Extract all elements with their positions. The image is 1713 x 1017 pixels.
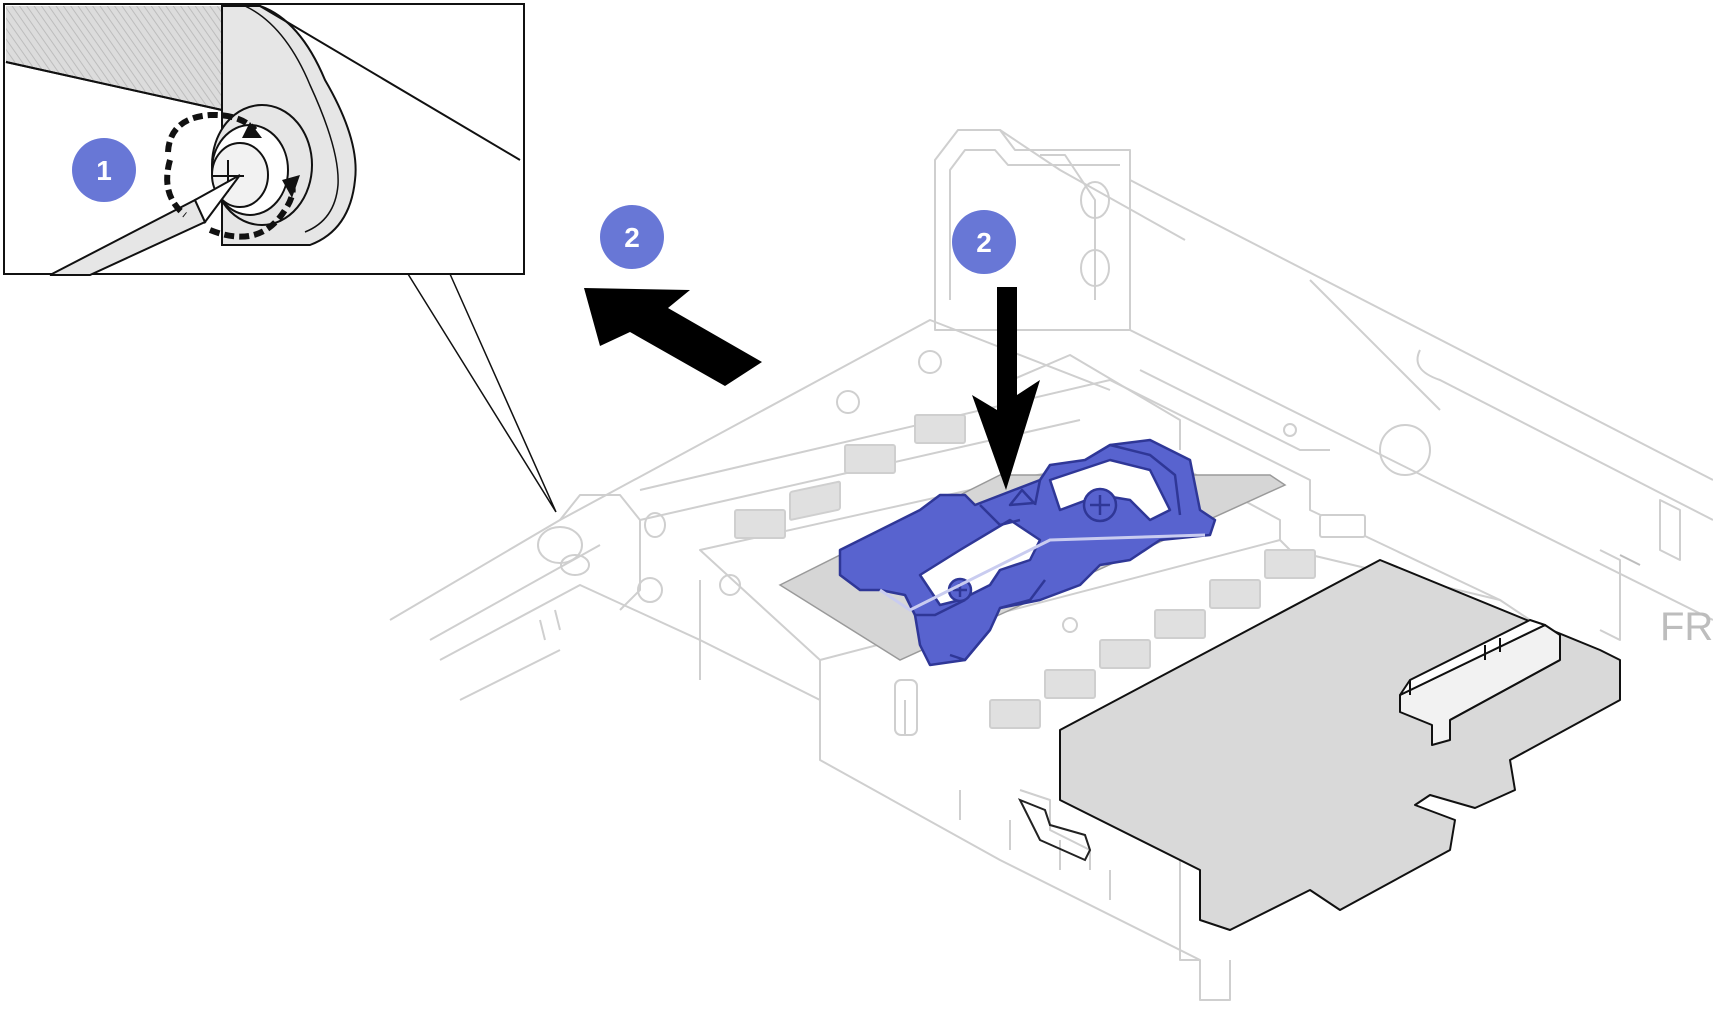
latch-shadow [879,533,1206,612]
board-connector [1399,619,1561,746]
detail-inset [3,3,557,513]
chassis-bracket [389,129,1713,1001]
step-2-callout-arrow: 2 [600,205,664,269]
slide-out-arrow [584,288,762,386]
push-down-arrow [972,287,1040,490]
step-1-callout-top: 1 [72,138,136,202]
svg-text:2: 2 [976,227,992,258]
tray-openings [734,414,1366,729]
step-2-callout-latch: 2 [952,210,1016,274]
svg-text:1: 1 [96,155,112,186]
front-label: FR [1660,605,1713,649]
retention-tab [1017,798,1092,862]
module-board [1059,559,1621,931]
svg-text:2: 2 [624,222,640,253]
